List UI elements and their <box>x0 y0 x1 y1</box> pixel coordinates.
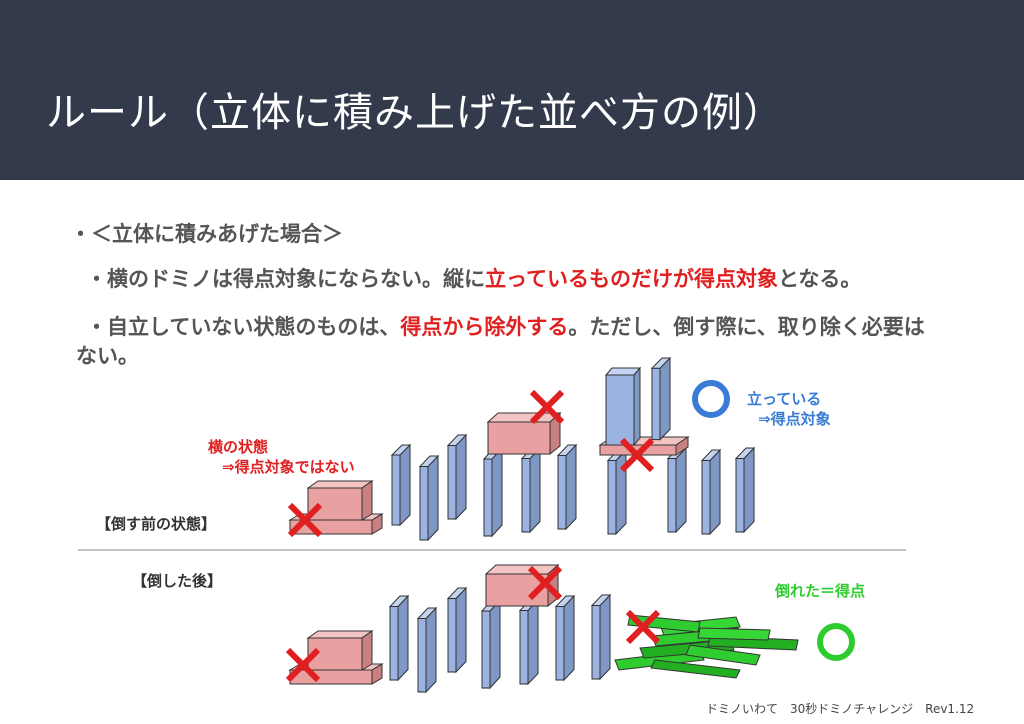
before-standing-dominoes <box>391 434 755 541</box>
before-cross-icons <box>287 389 655 538</box>
page-title: ルール（立体に積み上げた並べ方の例） <box>46 90 784 136</box>
bullet-exclusion-rule-cont: ない。 <box>76 344 139 368</box>
not-scored-label: ⇒得点対象ではない <box>222 458 355 476</box>
fallen-scored-label: 倒れた＝得点 <box>775 582 866 600</box>
after-cross-icons <box>285 565 661 683</box>
circle-icon <box>692 380 730 418</box>
after-state-label: 【倒した後】 <box>132 572 223 590</box>
highlight-text: 得点から除外する <box>400 315 569 339</box>
bullet-horizontal-rule: ・横のドミノは得点対象にならない。縦に立っているものだけが得点対象となる。 <box>86 263 861 293</box>
bullet-text: となる。 <box>777 267 862 291</box>
circle-icon <box>817 623 855 661</box>
bullet-text: ・自立していない状態のものは、 <box>86 315 401 339</box>
horizontal-state-label: 横の状態 <box>208 438 269 456</box>
header-bar <box>0 0 1024 180</box>
highlight-text: 立っているものだけが得点対象 <box>485 267 778 291</box>
before-state-label: 【倒す前の状態】 <box>96 515 217 533</box>
before-horizontal-domino <box>288 480 384 535</box>
after-fallen-dominoes <box>614 614 799 679</box>
bullet-3d-case: ・＜立体に積みあげた場合＞ <box>70 222 343 246</box>
bullet-text: ・横のドミノは得点対象にならない。縦に <box>86 267 485 291</box>
before-right-tower <box>598 357 690 456</box>
bullet-text: 。ただし、倒す際に、取り除く必要は <box>568 315 925 339</box>
scored-label: ⇒得点対象 <box>758 410 831 428</box>
footer-text: ドミノいわて 30秒ドミノチャレンジ Rev1.12 <box>706 702 975 716</box>
before-middle-top-domino <box>486 411 562 456</box>
standing-label: 立っている <box>747 390 822 408</box>
after-horizontal-domino <box>288 630 384 685</box>
bullet-exclusion-rule: ・自立していない状態のものは、得点から除外する。ただし、倒す際に、取り除く必要は <box>86 311 925 341</box>
